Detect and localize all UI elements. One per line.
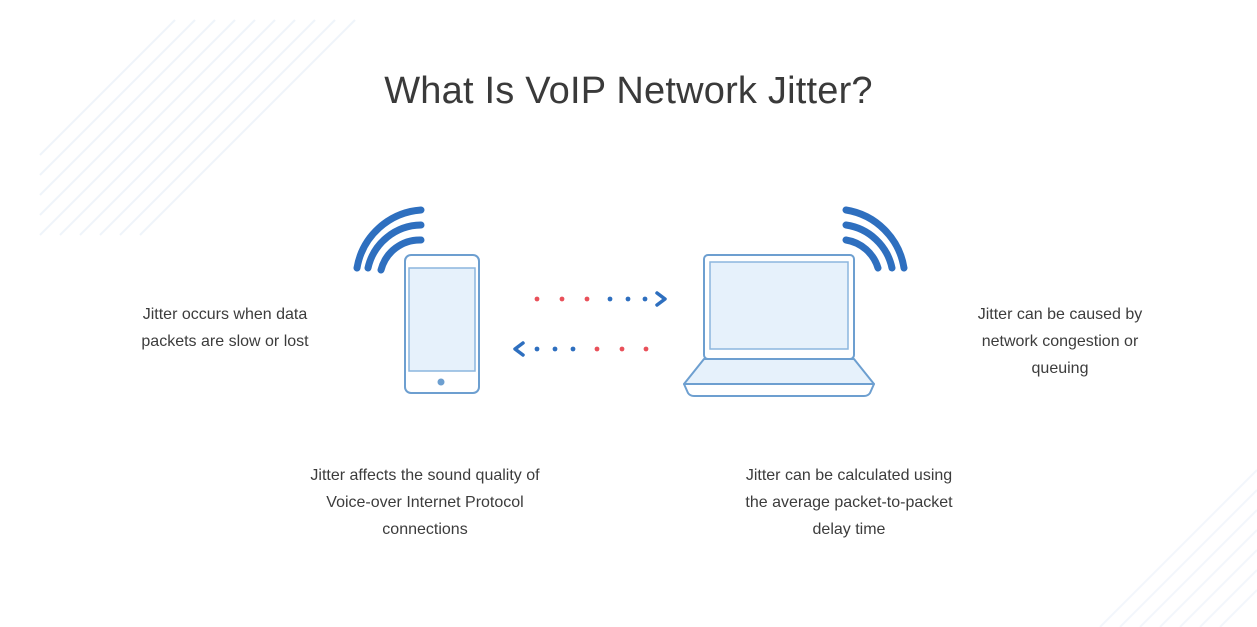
caption-bottom-left: Jitter affects the sound quality of Voic… (285, 462, 565, 543)
phone-wifi-signal-icon (353, 206, 425, 274)
page-title: What Is VoIP Network Jitter? (384, 70, 873, 112)
caption-line: the average packet-to-packet (745, 494, 953, 511)
caption-left: Jitter occurs when data packets are slow… (100, 301, 350, 355)
caption-line: Voice-over Internet Protocol (326, 494, 524, 511)
smartphone-icon (404, 254, 480, 394)
caption-line: Jitter affects the sound quality of (310, 467, 540, 484)
caption-line: delay time (812, 521, 886, 538)
caption-line: queuing (1031, 360, 1089, 377)
caption-line: packets are slow or lost (141, 333, 309, 350)
chevron-right-icon (655, 291, 667, 307)
caption-line: network congestion or (981, 333, 1139, 350)
bottom-right-stripes (1099, 469, 1257, 627)
laptop-wifi-signal-icon (842, 206, 908, 272)
caption-line: connections (382, 521, 468, 538)
caption-line: Jitter can be caused by (977, 306, 1143, 323)
top-left-stripes (39, 19, 356, 236)
caption-right: Jitter can be caused by network congesti… (960, 301, 1160, 382)
packet-flow-to-phone (513, 341, 649, 357)
packet-flow-to-laptop (534, 291, 667, 307)
caption-line: Jitter can be calculated using (745, 467, 953, 484)
caption-line: Jitter occurs when data (142, 306, 308, 323)
caption-bottom-right: Jitter can be calculated using the avera… (718, 462, 980, 543)
chevron-left-icon (513, 341, 525, 357)
laptop-icon (683, 254, 875, 397)
